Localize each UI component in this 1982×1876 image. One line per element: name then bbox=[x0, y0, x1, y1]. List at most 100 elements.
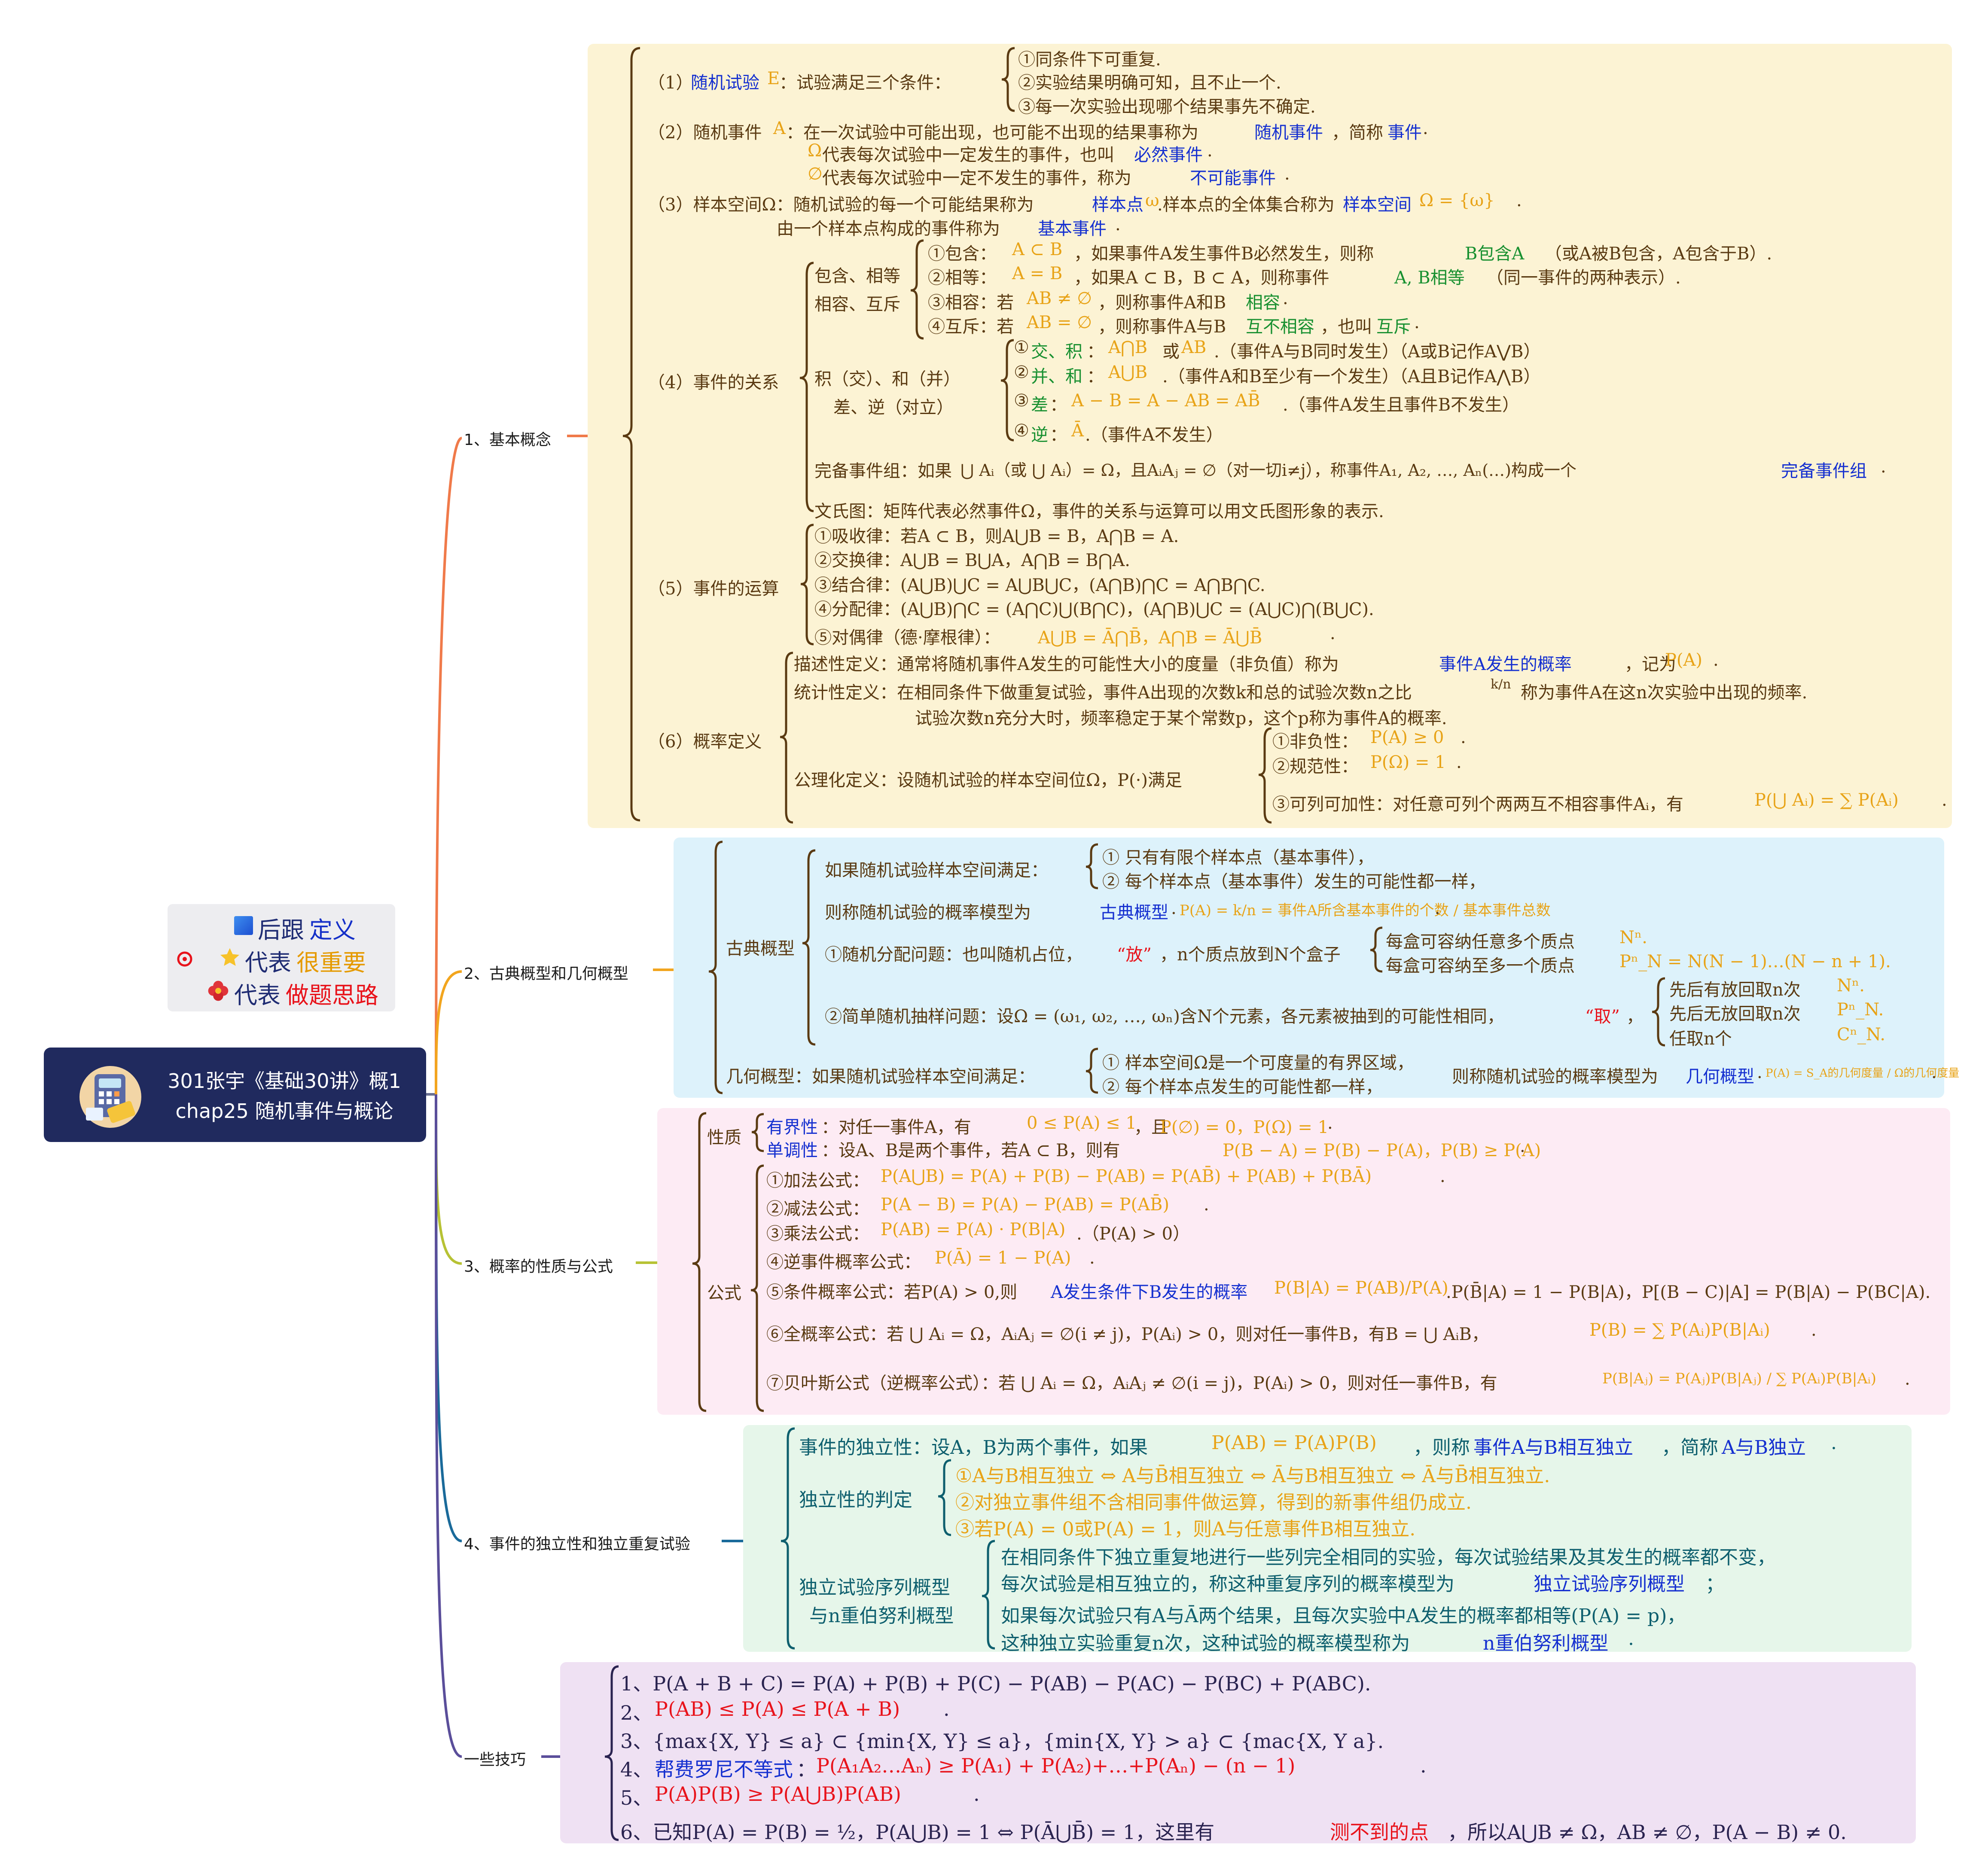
p1-r2c: ，如果A ⊂ B，B ⊂ A，则称事件 bbox=[1074, 268, 1329, 288]
p1-r2e: （同一事件的两种表示）. bbox=[1486, 268, 1681, 288]
p1-l2a: （2）随机事件 bbox=[648, 123, 762, 143]
p1-E: E bbox=[767, 69, 780, 88]
p4-s1: 在相同条件下独立重复地进行一些列完全相同的实验，每次试验结果及其发生的概率都不变… bbox=[1001, 1547, 1776, 1568]
branch-basic-concepts[interactable]: 1、基本概念 bbox=[464, 431, 551, 449]
p4-s4b: n重伯努利概型 bbox=[1483, 1632, 1609, 1654]
central-topic[interactable]: 301张宇《基础30讲》概1 chap25 随机事件与概论 bbox=[44, 1048, 426, 1142]
p1-l2d: 随机事件 bbox=[1254, 123, 1323, 143]
p1-o2e: .（事件A和B至少有一个发生）（A且B记作A⋀B） bbox=[1162, 367, 1541, 387]
p2-g3c2v: Pⁿ_N = N(N − 1)…(N − n + 1). bbox=[1619, 952, 1891, 971]
branch-properties-formulas[interactable]: 3、概率的性质与公式 bbox=[464, 1258, 613, 1276]
p1-r1c: ，如果事件A发生事件B必然发生，则称 bbox=[1074, 244, 1374, 264]
p1-o4c: ： bbox=[1050, 425, 1067, 445]
p5-k2c: . bbox=[943, 1697, 950, 1721]
legend-row3-prefix: 代表 bbox=[234, 982, 281, 1009]
p1-r2b: A = B bbox=[1012, 264, 1063, 283]
p3-f6a: ⑥全概率公式：若 ⋃ Aᵢ = Ω，AᵢAⱼ = ∅(i ≠ j)，P(Aᵢ) … bbox=[766, 1325, 1489, 1344]
p2-g2c: . bbox=[1171, 898, 1177, 918]
p4-i1b: P(AB) = P(A)P(B) bbox=[1211, 1432, 1377, 1454]
p4-s2c: ； bbox=[1705, 1573, 1724, 1595]
p2-g2e: . bbox=[1435, 898, 1440, 918]
p5-k5b: P(A)P(B) ≥ P(A⋃B)P(AB) bbox=[655, 1782, 901, 1806]
p1-l1d: ：试验满足三个条件： bbox=[779, 73, 951, 93]
p5-k6c: ，所以A⋃B ≠ Ω，AB ≠ ∅，P(A − B) ≠ 0. bbox=[1448, 1821, 1847, 1844]
p5-k2b: P(AB) ≤ P(A) ≤ P(A + B) bbox=[655, 1697, 900, 1721]
p1-d1a: 描述性定义：通常将随机事件A发生的可能性大小的度量（非负值）称为 bbox=[794, 655, 1339, 674]
p1-r1b: A ⊂ B bbox=[1012, 240, 1063, 259]
p4-s2a: 每次试验是相互独立的，称这种重复序列的概率模型为 bbox=[1001, 1573, 1454, 1595]
p1-r1e: （或A被B包含，A包含于B）. bbox=[1545, 244, 1772, 264]
p1-o1a: ① bbox=[1014, 338, 1029, 357]
p1-r3b: AB ≠ ∅ bbox=[1027, 289, 1092, 308]
p3-f2b: P(A − B) = P(A) − P(AB) = P(AB̄) bbox=[881, 1195, 1170, 1215]
panel-tips bbox=[560, 1662, 1916, 1843]
panel-properties-formulas bbox=[657, 1108, 1950, 1415]
blue-square-icon bbox=[234, 916, 253, 935]
p1-venn: 文氏图：矩阵代表必然事件Ω，事件的关系与运算可以用文氏图形象的表示. bbox=[814, 502, 1384, 521]
p1-ax1a: ①非负性： bbox=[1272, 732, 1358, 752]
p1-o2d: A⋃B bbox=[1108, 362, 1148, 382]
p1-l2b: A bbox=[773, 119, 786, 138]
p4-i1c: ，则称 bbox=[1413, 1437, 1470, 1459]
p1-l3b: 代表每次试验中一定发生的事件，也叫 bbox=[822, 145, 1114, 165]
p3-f5a: ⑤条件概率公式：若P(A) > 0,则 bbox=[766, 1282, 1018, 1302]
p2-g1: 如果随机试验样本空间满足： bbox=[825, 861, 1048, 880]
p1-l1a: （1） bbox=[648, 73, 693, 93]
p1-o2c: ： bbox=[1087, 367, 1104, 387]
p3-f1c: . bbox=[1440, 1166, 1445, 1186]
p1-l3d: . bbox=[1207, 141, 1213, 161]
branch-independence[interactable]: 4、事件的独立性和独立重复试验 bbox=[464, 1535, 690, 1553]
p2-g4a: ②简单随机抽样问题：设Ω = (ω₁, ω₂, …, ωₙ)含N个元素，各元素被… bbox=[825, 1007, 1504, 1026]
p3-f2c: . bbox=[1204, 1195, 1209, 1215]
p1-o1g: .（事件A与B同时发生）（A或B记作A⋁B） bbox=[1214, 342, 1541, 362]
p2-g3b: “放” bbox=[1117, 945, 1152, 965]
branch-tips[interactable]: 一些技巧 bbox=[464, 1751, 526, 1769]
p2-classical-label: 古典概型 bbox=[726, 939, 795, 959]
p3-f5c: P(B|A) = P(AB)/P(A) bbox=[1274, 1278, 1448, 1298]
p1-op5: （5）事件的运算 bbox=[648, 579, 779, 599]
p1-ax1c: . bbox=[1461, 728, 1466, 747]
p2-g1c1: ① 只有有限个样本点（基本事件）， bbox=[1102, 848, 1374, 868]
central-title-line1: 301张宇《基础30讲》概1 bbox=[168, 1069, 401, 1093]
p1-e5a: ⑤对偶律（德·摩根律）： bbox=[814, 628, 1000, 648]
p1-d1d: P(A) bbox=[1665, 650, 1703, 670]
p5-k4a: 4、 bbox=[620, 1758, 653, 1781]
p3-x1f: . bbox=[1327, 1113, 1333, 1133]
legend-row2-prefix: 代表 bbox=[245, 949, 291, 976]
branch-classical-geometric[interactable]: 2、古典概型和几何概型 bbox=[464, 965, 628, 983]
p1-r2a: ②相等： bbox=[928, 268, 997, 288]
p3-x2a: 单调性 bbox=[766, 1141, 818, 1160]
p3-x1e: P(∅) = 0，P(Ω) = 1 bbox=[1160, 1118, 1329, 1137]
p1-d1b: 事件A发生的概率 bbox=[1439, 655, 1572, 674]
p5-k4d: P(A₁A₂…Aₙ) ≥ P(A₁) + P(A₂)+…+P(Aₙ) − (n … bbox=[816, 1754, 1296, 1777]
p3-f1a: ①加法公式： bbox=[766, 1171, 869, 1191]
p1-r1d: B包含A bbox=[1465, 244, 1525, 264]
p2-j1c2: ② 每个样本点发生的可能性都一样， bbox=[1102, 1077, 1383, 1097]
p4-i1a: 事件的独立性：设A，B为两个事件，如果 bbox=[799, 1437, 1148, 1459]
p2-g4c1: 先后有放回取n次 bbox=[1669, 980, 1801, 1000]
p3-x1b: ：对任一事件A，有 bbox=[821, 1118, 971, 1137]
p3-x1a: 有界性 bbox=[766, 1118, 818, 1137]
p3-x2c: P(B − A) = P(B) − P(A)，P(B) ≥ P(A) bbox=[1223, 1141, 1541, 1160]
p2-g4c3: 任取n个 bbox=[1669, 1029, 1732, 1049]
p2-g4b: “取” bbox=[1585, 1007, 1620, 1026]
p3-f3b: P(AB) = P(A) · P(B|A) bbox=[881, 1220, 1066, 1240]
p4-i1f: A与B独立 bbox=[1722, 1437, 1806, 1459]
p5-k1: 1、P(A + B + C) = P(A) + P(B) + P(C) − P(… bbox=[620, 1672, 1371, 1695]
p1-l4d: . bbox=[1284, 164, 1290, 184]
p1-l5b: 样本点 bbox=[1092, 195, 1143, 215]
p2-g1c2: ② 每个样本点（基本事件）发生的可能性都一样， bbox=[1102, 872, 1486, 892]
p5-k5c: . bbox=[973, 1782, 980, 1806]
p1-o1c: ： bbox=[1087, 342, 1104, 362]
p1-cond1: ①同条件下可重复. bbox=[1018, 50, 1161, 70]
p5-k4b: 帮费罗尼不等式 bbox=[655, 1758, 793, 1781]
p4-s4c: . bbox=[1628, 1628, 1634, 1650]
p2-g3c1: 每盒可容纳任意多个质点 bbox=[1386, 932, 1575, 952]
p1-l6b: 基本事件 bbox=[1038, 219, 1107, 239]
p1-wan-b: ⋃ Aᵢ（或 ⋃ Aᵢ）= Ω，且AᵢAⱼ = ∅（对一切i≠j），称事件A₁,… bbox=[961, 461, 1576, 480]
p3-f3c: .（P(A) > 0） bbox=[1076, 1224, 1190, 1244]
p2-j1: 几何概型：如果随机试验样本空间满足： bbox=[726, 1067, 1035, 1087]
p1-rel-label2: 相容、互斥 bbox=[814, 295, 900, 314]
p1-r4a: ④互斥：若 bbox=[928, 317, 1014, 337]
p1-ops-label1: 积（交）、和（并） bbox=[814, 369, 961, 389]
